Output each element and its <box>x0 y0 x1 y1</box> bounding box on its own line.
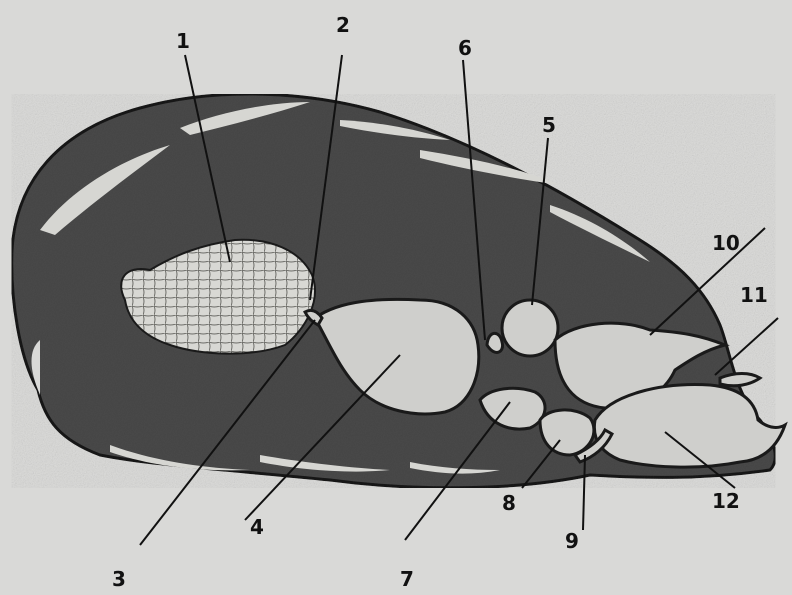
organ-12 <box>594 385 785 468</box>
label-2: 2 <box>336 13 350 37</box>
label-8: 8 <box>502 491 516 515</box>
label-1: 1 <box>176 29 190 53</box>
organ-6 <box>487 333 503 352</box>
label-7: 7 <box>400 567 414 591</box>
label-5: 5 <box>542 113 556 137</box>
label-12: 12 <box>712 489 740 513</box>
organ-5 <box>502 300 558 356</box>
label-11: 11 <box>740 283 768 307</box>
label-10: 10 <box>712 231 740 255</box>
label-6: 6 <box>458 36 472 60</box>
organ-11 <box>720 374 760 386</box>
label-3: 3 <box>112 567 126 591</box>
label-9: 9 <box>565 529 579 553</box>
label-4: 4 <box>250 515 264 539</box>
